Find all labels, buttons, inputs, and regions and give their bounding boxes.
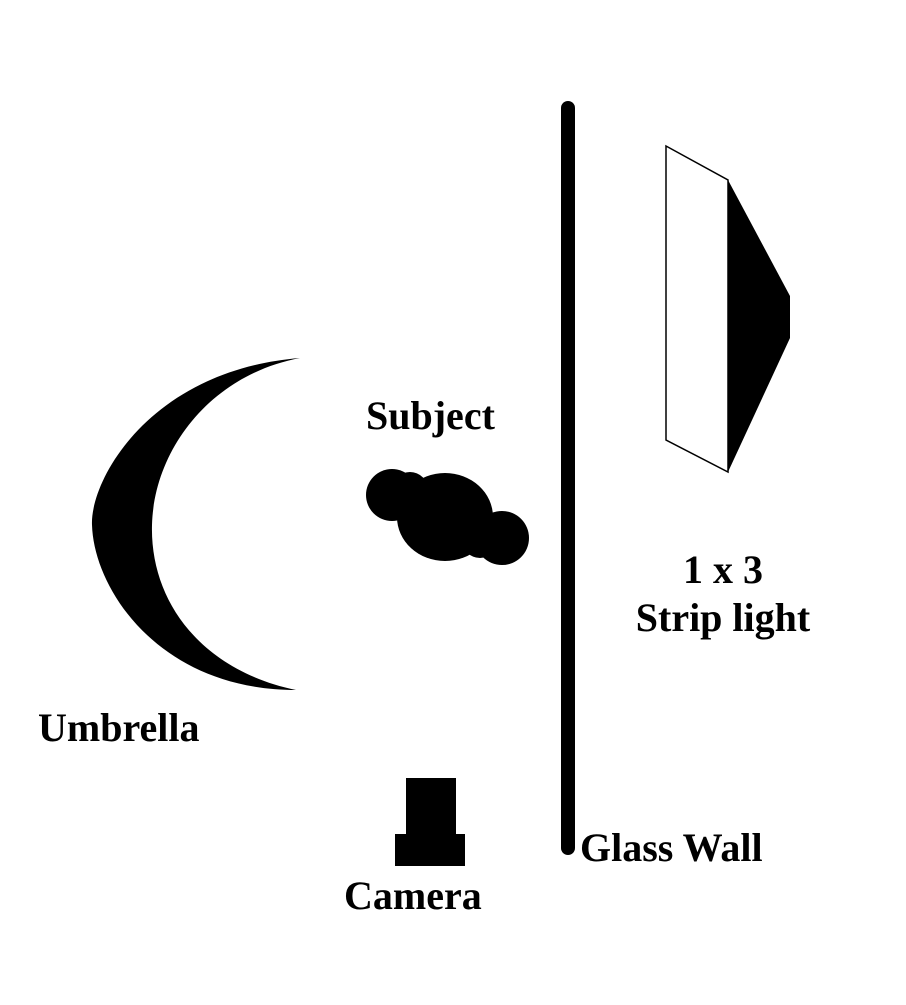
strip-light-label: 1 x 3 Strip light — [610, 546, 836, 642]
strip-light-name-label: Strip light — [635, 595, 811, 640]
camera-label: Camera — [344, 873, 482, 918]
strip-light-size-label: 1 x 3 — [683, 547, 763, 592]
strip-light-icon — [665, 144, 790, 474]
umbrella-icon — [91, 358, 300, 690]
camera-icon — [395, 778, 465, 866]
umbrella-label: Umbrella — [38, 705, 200, 750]
subject-icon — [366, 469, 529, 565]
glass-wall-label: Glass Wall — [580, 825, 763, 870]
subject-label: Subject — [366, 393, 495, 438]
